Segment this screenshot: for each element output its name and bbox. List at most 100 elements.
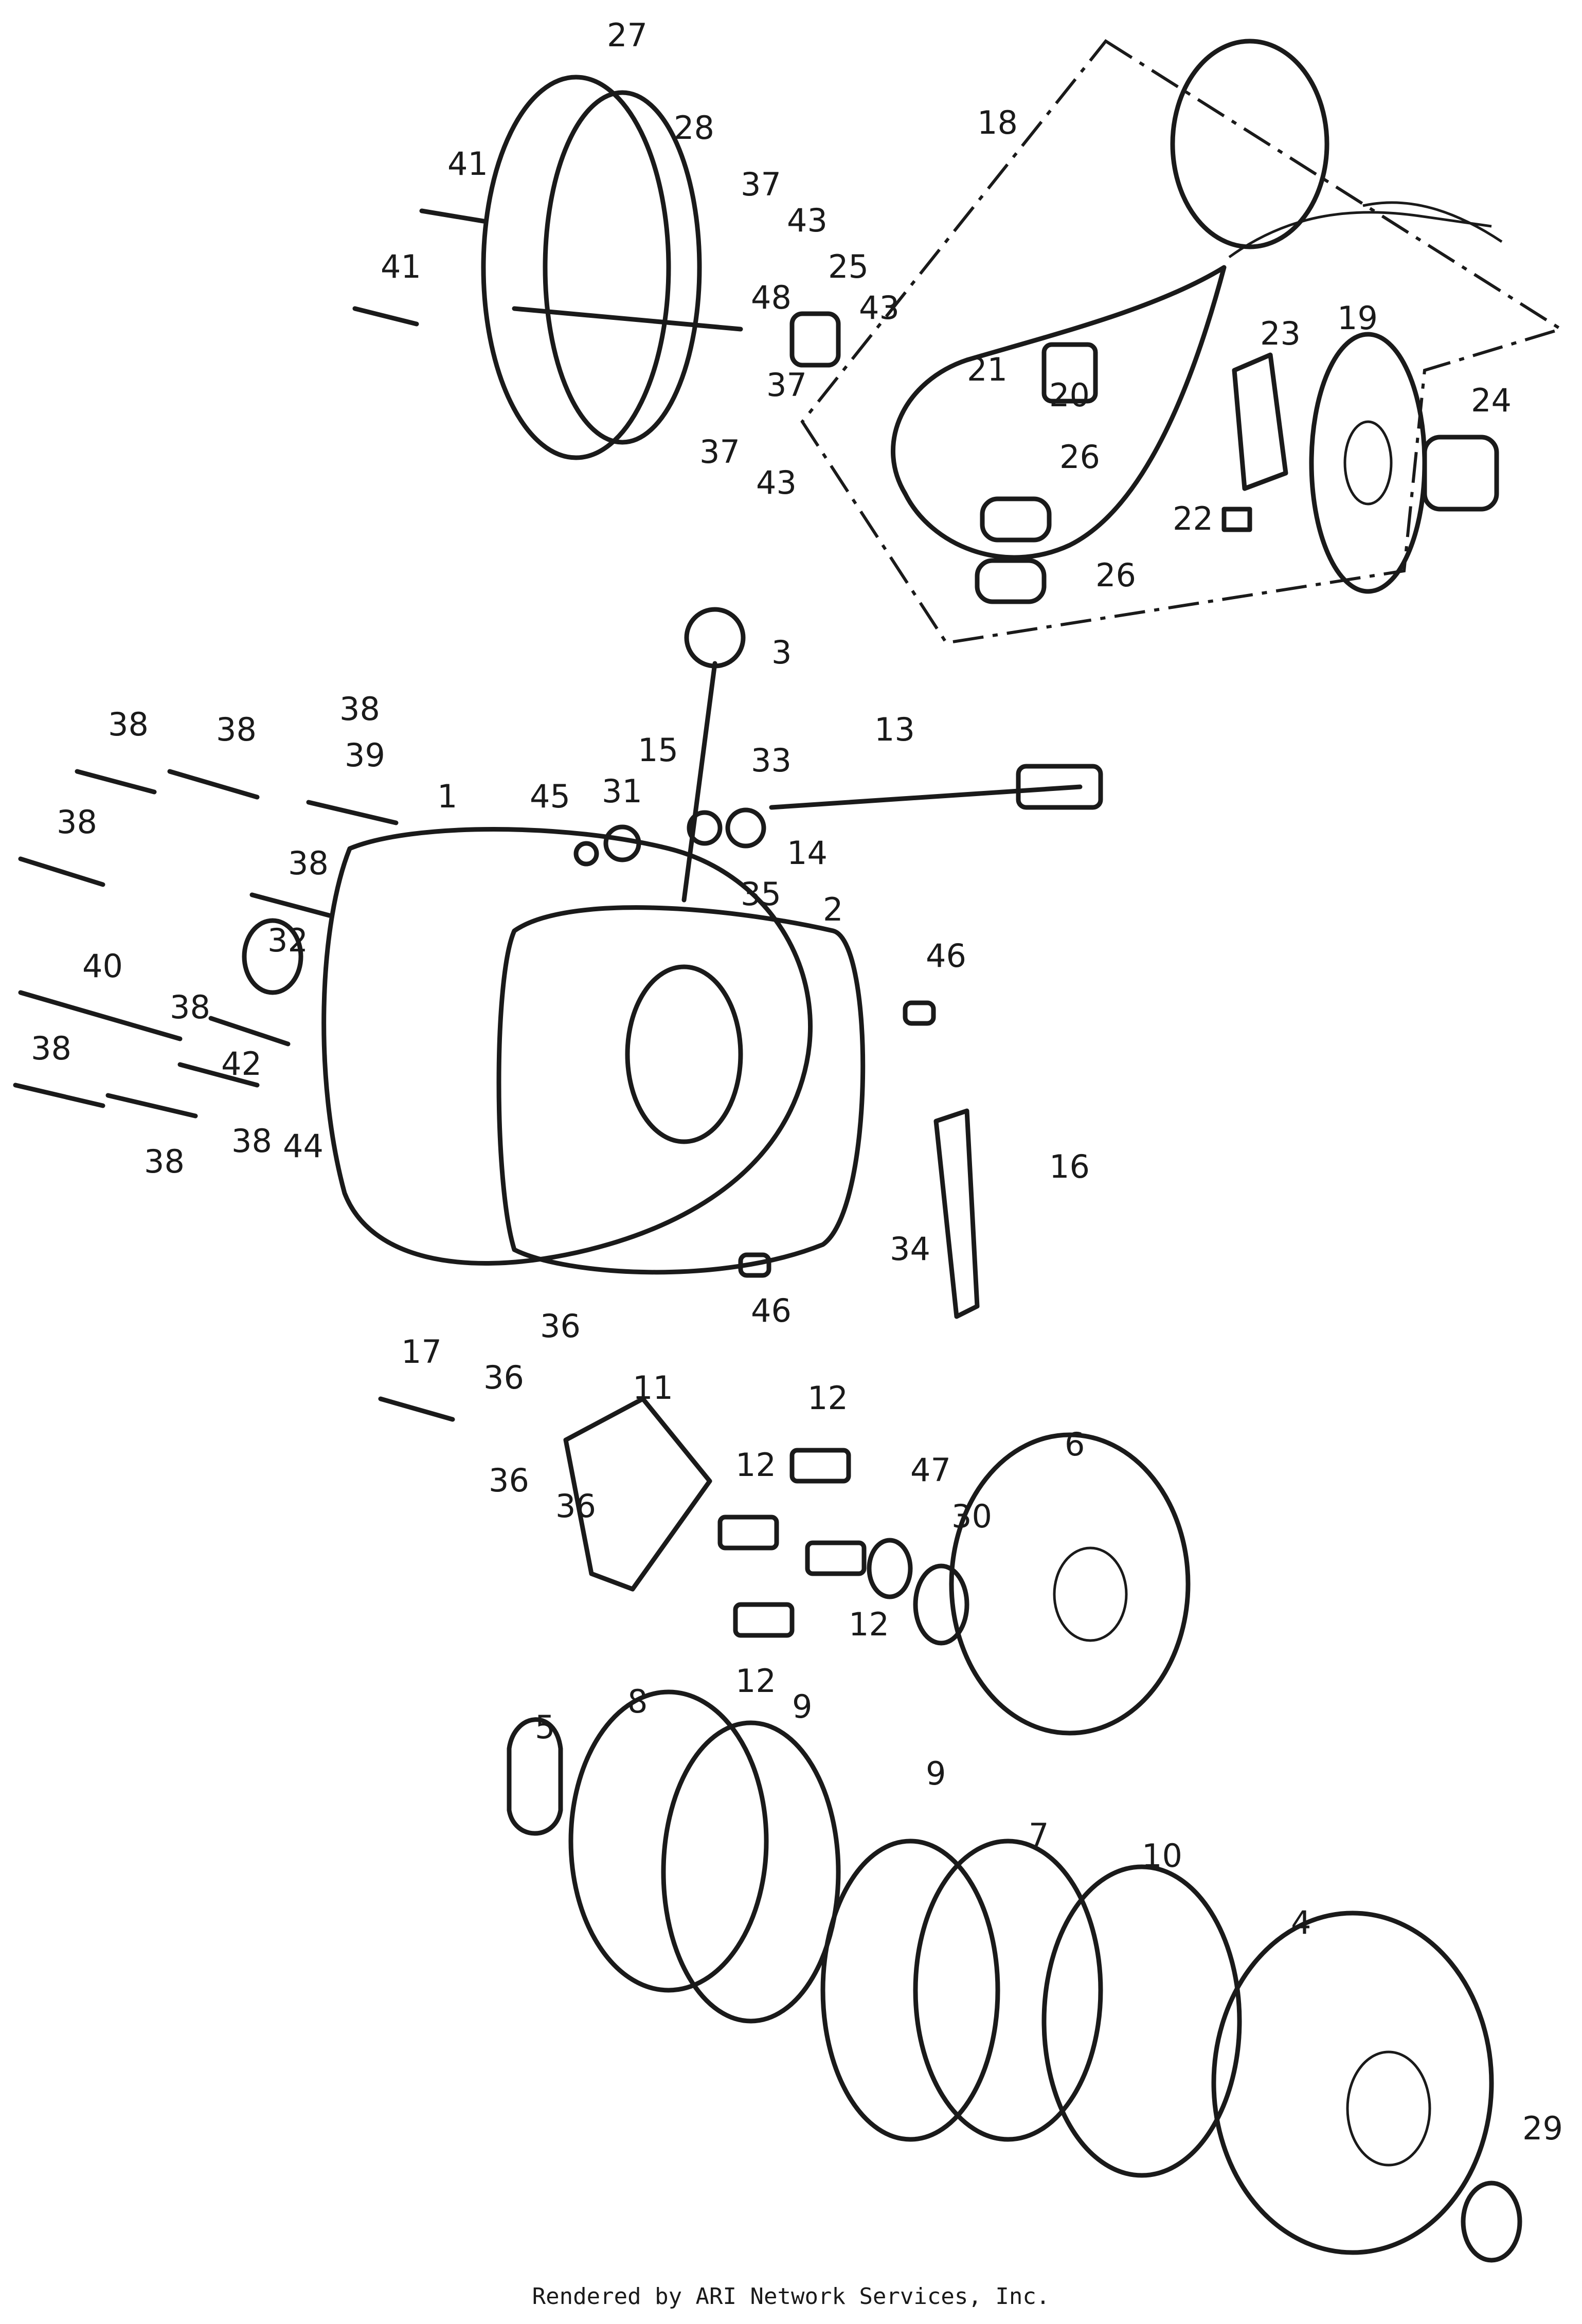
washer-33 <box>725 807 766 849</box>
callout-label-38: 38 <box>57 803 97 841</box>
pressure-plate-10 <box>1041 1864 1242 2178</box>
callout-label-24: 24 <box>1471 382 1512 419</box>
callout-label-38: 38 <box>216 711 257 748</box>
shift-shaft <box>769 784 1083 810</box>
callout-label-46: 46 <box>926 937 966 975</box>
cam <box>789 311 841 368</box>
callout-label-42: 42 <box>221 1045 262 1083</box>
chain-guide-16 <box>933 1108 980 1319</box>
cover-boss <box>625 964 743 1144</box>
washer-47 <box>867 1538 913 1599</box>
bracket-plate <box>1232 352 1288 491</box>
callout-label-46: 46 <box>751 1292 792 1329</box>
shift-arm <box>1016 764 1103 810</box>
callout-label-38: 38 <box>231 1122 272 1160</box>
harness-wire-2 <box>1362 201 1503 243</box>
callout-label-38: 38 <box>108 706 149 743</box>
callout-label-43: 43 <box>756 464 797 501</box>
rotor-hub <box>1343 420 1393 506</box>
wire-loop <box>1170 39 1329 249</box>
pin-17 <box>378 1396 455 1422</box>
callout-label-9: 9 <box>792 1688 812 1725</box>
bolt-38a <box>75 769 157 795</box>
callout-label-38: 38 <box>288 844 329 882</box>
callout-label-43: 43 <box>859 289 900 327</box>
callout-label-13: 13 <box>874 711 915 748</box>
collar-5 <box>507 1717 563 1836</box>
callout-label-43: 43 <box>787 202 828 239</box>
callout-label-2: 2 <box>823 891 843 928</box>
ring-30 <box>913 1563 969 1646</box>
callout-label-37: 37 <box>741 166 781 203</box>
callout-label-12: 12 <box>807 1379 848 1417</box>
callout-label-9: 9 <box>926 1755 946 1792</box>
stator-plate <box>891 265 1227 560</box>
callout-label-36: 36 <box>483 1359 524 1396</box>
seal-ring <box>543 90 702 445</box>
callout-label-45: 45 <box>530 778 570 815</box>
callout-label-48: 48 <box>751 279 792 316</box>
bolt-38f <box>13 1083 105 1108</box>
screw-41a <box>419 208 486 224</box>
bolts-group <box>13 769 399 1119</box>
callout-label-38: 38 <box>170 988 210 1026</box>
bolt-40 <box>18 990 183 1041</box>
rotor-disc <box>1309 332 1427 594</box>
footer-credit: Rendered by ARI Network Services, Inc. <box>532 2283 1050 2310</box>
small-clip <box>1221 507 1252 532</box>
callout-label-12: 12 <box>735 1446 776 1484</box>
condenser-2 <box>975 558 1047 604</box>
callout-label-27: 27 <box>607 16 648 54</box>
spring-12d <box>733 1602 795 1638</box>
callout-label-36: 36 <box>489 1462 529 1499</box>
bolt-38c <box>18 856 105 887</box>
callout-label-38: 38 <box>339 690 380 728</box>
clutch-group <box>378 1396 1522 2263</box>
ring-31 <box>573 841 599 867</box>
callout-label-10: 10 <box>1142 1837 1182 1875</box>
clutch-plate-9b <box>820 1839 1000 2142</box>
callout-label-17: 17 <box>401 1333 442 1371</box>
callout-label-44: 44 <box>283 1127 323 1165</box>
center-hub <box>1053 1546 1128 1642</box>
callout-label-29: 29 <box>1522 2110 1563 2147</box>
callout-label-36: 36 <box>555 1487 596 1525</box>
spring-12b <box>717 1515 779 1551</box>
clutch-outer-4 <box>1211 1911 1494 2255</box>
screw-41b <box>352 306 419 327</box>
callout-label-30: 30 <box>951 1498 992 1535</box>
callout-label-26: 26 <box>1095 556 1136 594</box>
callout-label-1: 1 <box>437 778 457 815</box>
friction-disc-8 <box>568 1689 769 1993</box>
callout-label-21: 21 <box>967 351 1008 388</box>
callout-label-31: 31 <box>602 772 642 810</box>
callout-label-28: 28 <box>674 109 714 147</box>
harness-wire <box>1228 211 1492 259</box>
callout-label-26: 26 <box>1059 438 1100 476</box>
cover-drum-group <box>352 75 841 460</box>
callout-label-5: 5 <box>535 1708 555 1746</box>
dipstick-rod <box>681 661 717 903</box>
callout-label-41: 41 <box>381 248 421 285</box>
friction-disc-7 <box>913 1839 1103 2142</box>
callout-label-41: 41 <box>447 145 488 183</box>
bolt-38g <box>105 1093 198 1119</box>
gasket <box>496 905 866 1275</box>
outer-hub <box>1346 2050 1431 2167</box>
outer-drum <box>481 75 671 460</box>
callout-label-14: 14 <box>787 834 828 872</box>
dipstick-cap <box>684 607 746 669</box>
dowel-46a <box>903 1000 936 1026</box>
callout-label-3: 3 <box>771 634 792 671</box>
callout-label-4: 4 <box>1291 1904 1311 1941</box>
bolt-38d <box>249 892 332 918</box>
bolt-39 <box>306 800 399 825</box>
callout-label-18: 18 <box>977 104 1018 141</box>
bolt-38h <box>177 1062 260 1088</box>
clutch-center-6 <box>949 1432 1191 1736</box>
callout-label-19: 19 <box>1337 299 1378 337</box>
spring-12c <box>805 1540 867 1576</box>
callout-label-25: 25 <box>828 248 869 285</box>
